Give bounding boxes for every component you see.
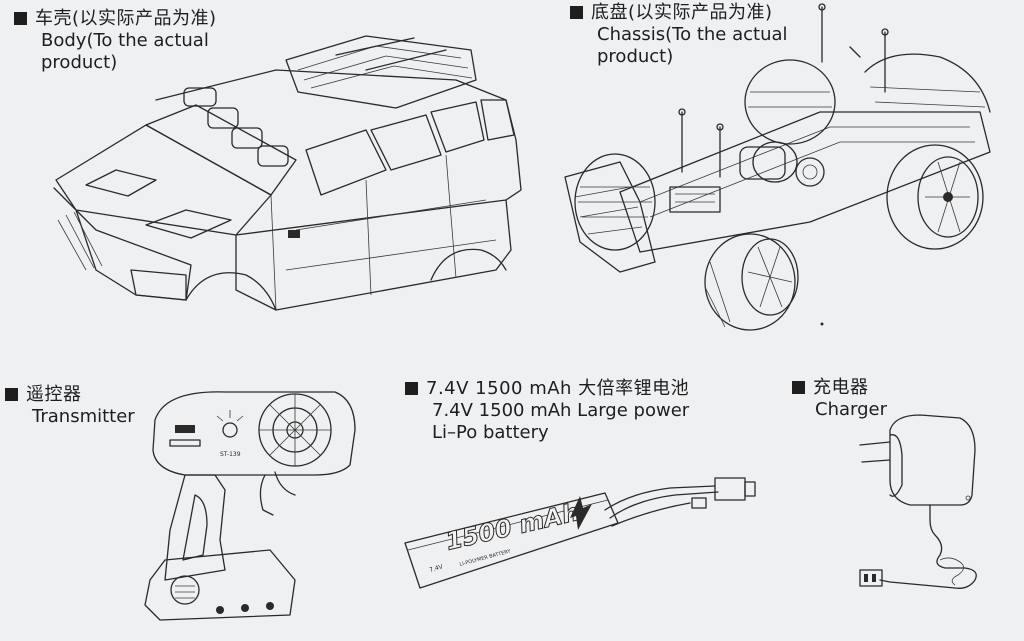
chassis-illustration (564, 3, 991, 331)
transmitter-label-en: Transmitter (32, 406, 135, 427)
bullet-square (405, 382, 418, 395)
charger-illustration (859, 414, 977, 589)
battery-label-en-2: Li–Po battery (432, 422, 549, 443)
battery-caption: 7.4V 1500 mAh 大倍率锂电池 7.4V 1500 mAh Large… (405, 378, 689, 444)
body-caption: 车壳(以实际产品为准) Body(To the actual product) (14, 8, 217, 74)
battery-capacity-text: 1500 mAh (443, 498, 582, 556)
chassis-label-zh: 底盘(以实际产品为准) (591, 2, 773, 23)
transmitter-illustration: ST-139 (144, 391, 356, 621)
battery-label-zh: 7.4V 1500 mAh 大倍率锂电池 (426, 378, 690, 399)
charger-label-en: Charger (815, 399, 887, 420)
body-label-zh: 车壳(以实际产品为准) (35, 8, 217, 29)
bullet-square (792, 381, 805, 394)
bullet-square (570, 6, 583, 19)
transmitter-label-zh: 遥控器 (26, 384, 82, 405)
chassis-label-en-1: Chassis(To the actual (597, 24, 788, 45)
charger-caption: 充电器 Charger (792, 377, 887, 421)
battery-label-en-1: 7.4V 1500 mAh Large power (432, 400, 690, 421)
body-label-en-1: Body(To the actual (41, 30, 209, 51)
transmitter-caption: 遥控器 Transmitter (5, 384, 135, 428)
battery-voltage-text: 7.4V (429, 563, 445, 574)
body-label-en-2: product) (41, 52, 118, 73)
chassis-caption: 底盘(以实际产品为准) Chassis(To the actual produc… (570, 2, 788, 68)
charger-label-zh: 充电器 (813, 377, 869, 398)
chassis-label-en-2: product) (597, 46, 674, 67)
body-shell-illustration (53, 35, 522, 311)
battery-illustration: 1500 mAh 7.4V LI-POLYMER BATTERY (404, 477, 756, 589)
bullet-square (14, 12, 27, 25)
bullet-square (5, 388, 18, 401)
transmitter-model-label: ST-139 (220, 451, 241, 458)
